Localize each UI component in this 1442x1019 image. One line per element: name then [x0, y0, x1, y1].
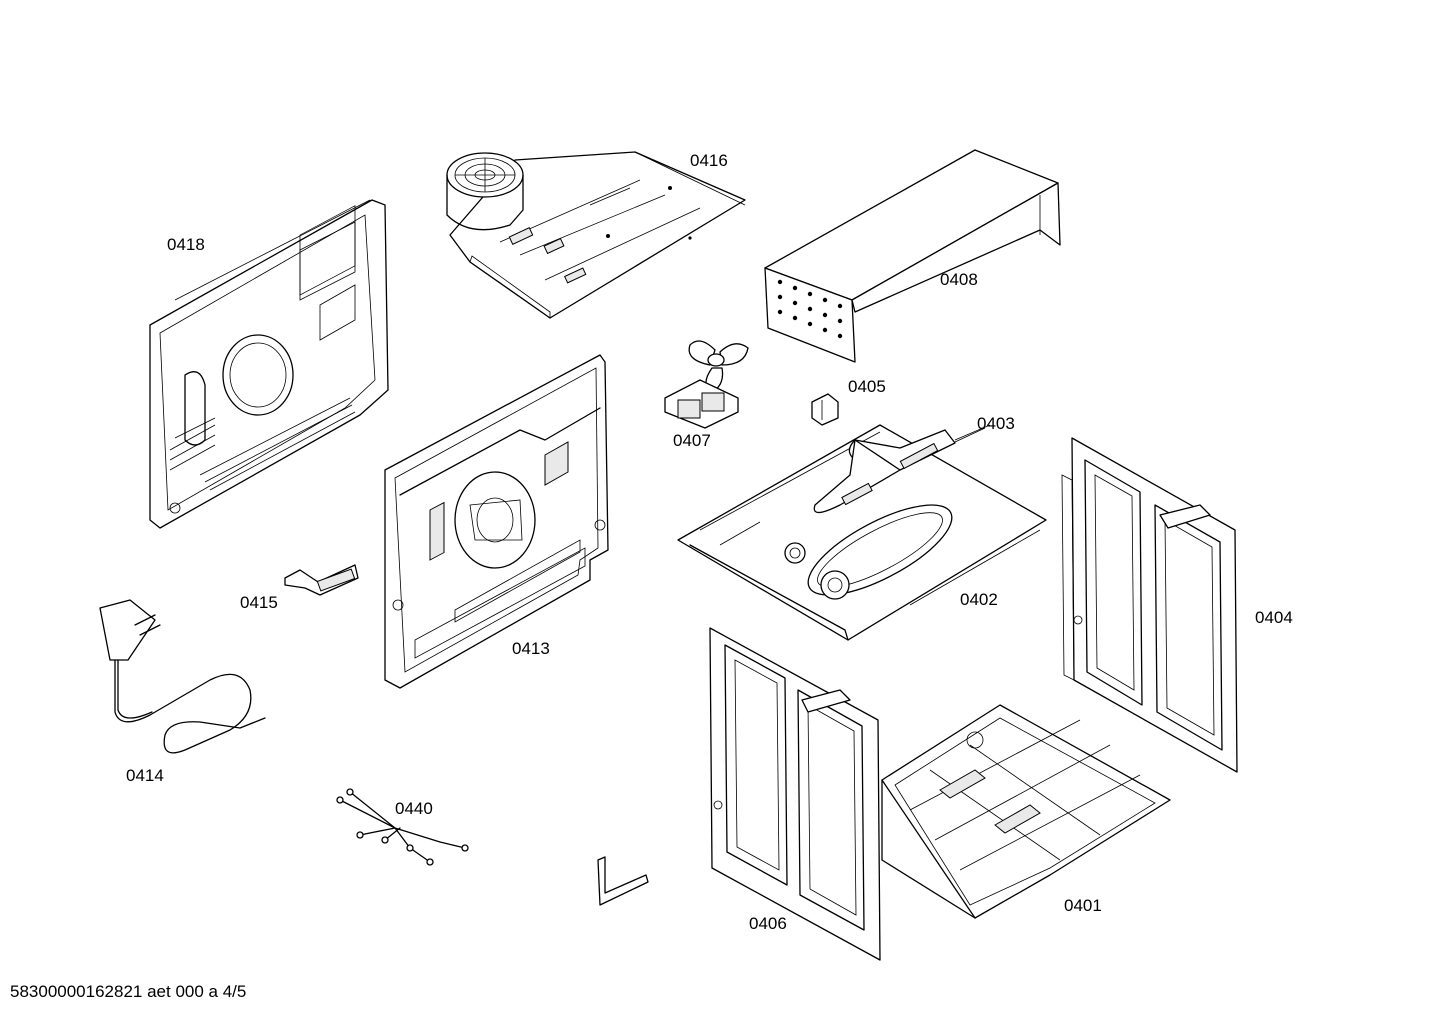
part-drawing-0408	[764, 149, 1061, 363]
part-drawing-0440	[336, 788, 469, 866]
part-drawing-0418	[149, 199, 389, 529]
label-0418: 0418	[167, 235, 205, 254]
label-0416: 0416	[690, 151, 728, 170]
part-drawing-0406	[709, 627, 881, 961]
part-drawing-0404	[1061, 437, 1238, 773]
label-0414: 0414	[126, 766, 164, 785]
label-0401: 0401	[1064, 896, 1102, 915]
part-drawing-0407	[664, 340, 749, 429]
label-0406: 0406	[749, 914, 787, 933]
part-drawing-0405	[811, 393, 839, 426]
part-drawing-0416	[446, 151, 746, 319]
label-0413: 0413	[512, 639, 550, 658]
part-drawing-0401	[881, 704, 1171, 919]
label-0405: 0405	[848, 377, 886, 396]
label-0408: 0408	[940, 270, 978, 289]
label-0404: 0404	[1255, 608, 1293, 627]
part-drawing-0415	[284, 564, 359, 596]
leader-0403	[954, 427, 986, 443]
label-0407: 0407	[673, 431, 711, 450]
label-0403: 0403	[977, 414, 1015, 433]
label-0440: 0440	[395, 799, 433, 818]
label-0402: 0402	[960, 590, 998, 609]
part-drawing-0413	[384, 354, 609, 689]
document-id: 58300000162821 aet 000 a 4/5	[10, 982, 247, 1001]
part-drawing-0403	[813, 424, 991, 514]
label-0415: 0415	[240, 593, 278, 612]
part-drawing-bracket	[597, 856, 649, 906]
part-drawing-0414	[99, 599, 266, 754]
part-drawing-0402	[677, 424, 1047, 641]
